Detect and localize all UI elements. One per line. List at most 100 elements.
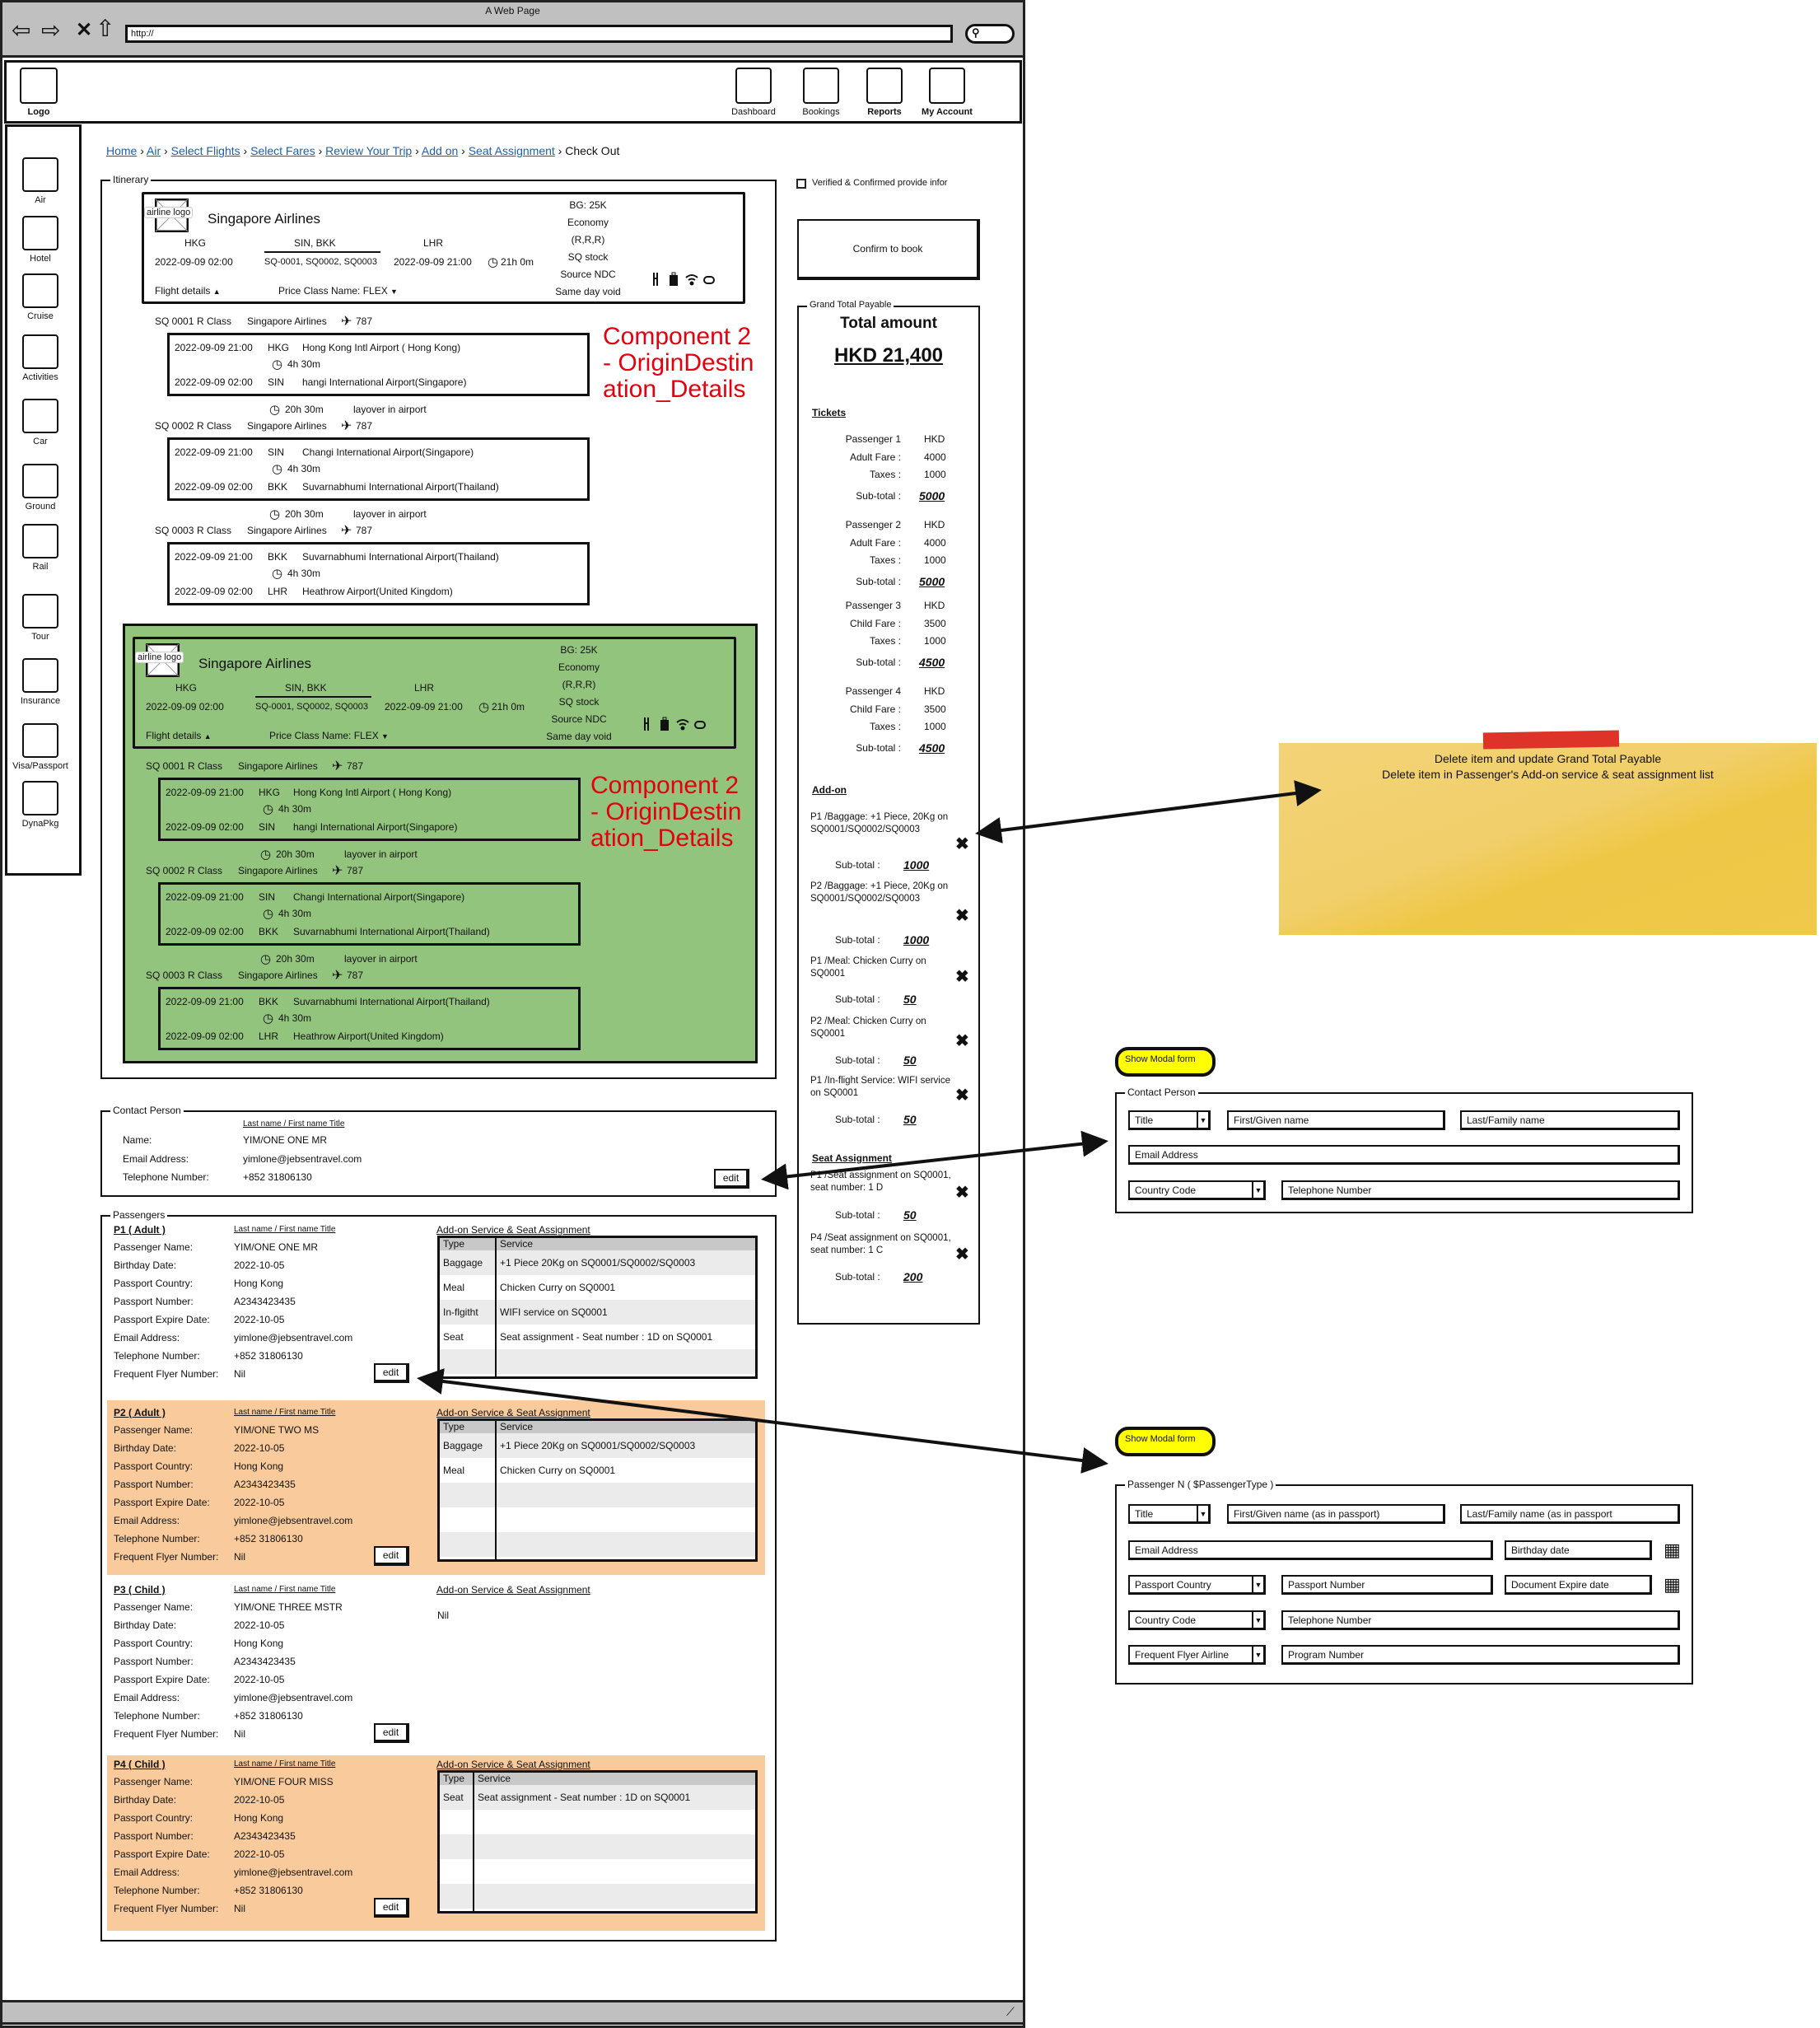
url-input[interactable]: http:// [125,25,953,43]
contact-last-name-input[interactable]: Last/Family name [1460,1110,1680,1130]
segment-arrival-code: LHR [268,586,288,597]
sidebar-item-visapassport-icon[interactable] [22,723,58,758]
breadcrumb-link[interactable]: Select Flights [170,144,240,157]
passenger-email-input[interactable]: Email Address [1128,1540,1493,1560]
calendar-icon[interactable]: ▦ [1664,1540,1681,1560]
passenger-field-value: YIM/ONE FOUR MISS [234,1776,334,1787]
tickets-header: Tickets [812,407,847,418]
plane-icon: ✈ [332,759,343,773]
sidebar-item-tour-icon[interactable] [22,594,58,628]
sidebar-item-label[interactable]: Activities [22,372,58,382]
contact-email-input[interactable]: Email Address [1128,1145,1680,1165]
addon-item-text: P2 /Meal: Chicken Curry on SQ0001 [810,1016,926,1039]
via-codes: SIN, BKK [285,682,327,694]
show-modal-passenger-button[interactable]: Show Modal form [1115,1427,1216,1456]
passenger-birthday-input[interactable]: Birthday date [1505,1540,1652,1560]
segment-departure-airport: Hong Kong Intl Airport ( Hong Kong) [302,342,461,353]
show-modal-contact-button[interactable]: Show Modal form [1115,1047,1216,1077]
sidebar-item-ground-icon[interactable] [22,464,58,498]
nav-reports-icon[interactable] [866,68,903,104]
passenger-title-select[interactable]: Title▼ [1128,1504,1211,1524]
resize-grip-icon[interactable]: ⟋ [1006,2005,1015,2018]
breadcrumb-link[interactable]: Add on [421,144,459,157]
sidebar-item-label[interactable]: Rail [32,562,49,572]
sidebar-item-dynapkg-icon[interactable] [22,781,58,815]
sidebar-item-label[interactable]: Car [33,437,48,446]
frequent-flyer-airline-select[interactable]: Frequent Flyer Airline▼ [1128,1645,1266,1665]
nav-bookings-label[interactable]: Bookings [802,107,840,117]
nav-reports-label[interactable]: Reports [867,107,902,117]
delete-icon[interactable]: ✖ [955,835,969,853]
breadcrumb-link[interactable]: Select Fares [250,144,315,157]
passenger-country-code-select[interactable]: Country Code▼ [1128,1610,1266,1630]
contact-edit-button[interactable]: edit [714,1169,749,1189]
passenger-edit-button[interactable]: edit [374,1363,409,1383]
sidebar-item-label[interactable]: Insurance [20,696,61,706]
passenger-telephone-input[interactable]: Telephone Number [1281,1610,1680,1630]
breadcrumb-link[interactable]: Review Your Trip [325,144,413,157]
sidebar-item-label[interactable]: Cruise [27,311,54,321]
flight-details-toggle[interactable]: Flight details ▲ [146,730,212,741]
contact-country-code-select[interactable]: Country Code▼ [1128,1180,1266,1200]
sidebar-item-hotel-icon[interactable] [22,216,58,250]
confirm-to-book-button[interactable]: Confirm to book [797,219,980,280]
sidebar-item-activities-icon[interactable] [22,334,58,369]
contact-telephone-input[interactable]: Telephone Number [1281,1180,1680,1200]
passenger-edit-button[interactable]: edit [374,1898,409,1918]
passenger-edit-button[interactable]: edit [374,1546,409,1566]
nav-dashboard-label[interactable]: Dashboard [731,107,776,117]
passport-number-input[interactable]: Passport Number [1281,1575,1493,1595]
document-expire-input[interactable]: Document Expire date [1505,1575,1652,1595]
fare-info-item: BG: 25K [560,644,598,656]
segment-aircraft: 787 [356,315,373,327]
back-icon[interactable]: ⇦ [12,17,31,43]
sidebar-item-cruise-icon[interactable] [22,273,58,308]
sidebar-item-air-icon[interactable] [22,157,58,192]
passenger-first-name-input[interactable]: First/Given name (as in passport) [1227,1504,1445,1524]
passenger-edit-button[interactable]: edit [374,1723,409,1743]
calendar-icon[interactable]: ▦ [1664,1574,1681,1595]
price-class-dropdown[interactable]: Price Class Name: FLEX ▼ [269,730,389,741]
sidebar-item-label[interactable]: Visa/Passport [12,761,68,771]
program-number-input[interactable]: Program Number [1281,1645,1680,1665]
nav-my-account-label[interactable]: My Account [922,107,973,117]
price-class-dropdown[interactable]: Price Class Name: FLEX ▼ [278,285,398,297]
sidebar-item-insurance-icon[interactable] [22,658,58,693]
verify-checkbox[interactable] [796,179,806,189]
subtotal-label: Sub-total : [856,742,901,754]
breadcrumb-link[interactable]: Seat Assignment [468,144,555,157]
passenger-field-value: Hong Kong [234,1812,284,1824]
sidebar-item-label[interactable]: Tour [31,632,49,642]
breadcrumb-link[interactable]: Home [106,144,138,157]
sidebar-item-label[interactable]: Ground [25,502,56,512]
passenger-last-name-input[interactable]: Last/Family name (as in passport [1460,1504,1680,1524]
contact-first-name-input[interactable]: First/Given name [1227,1110,1445,1130]
sidebar-item-rail-icon[interactable] [22,524,58,558]
sidebar-item-label[interactable]: DynaPkg [21,819,59,829]
forward-icon[interactable]: ⇨ [41,17,61,43]
search-button[interactable]: ⚲ [965,24,1015,44]
layover-text: layover in airport [353,404,427,415]
stop-icon[interactable]: ✕ [76,19,93,41]
delete-icon[interactable]: ✖ [955,1184,969,1202]
sidebar-item-car-icon[interactable] [22,399,58,433]
contact-title-select[interactable]: Title▼ [1128,1110,1211,1130]
sidebar-item-label[interactable]: Hotel [30,254,51,264]
home-icon[interactable]: ⇧ [96,16,115,41]
passenger-title: P3 ( Child ) [114,1584,166,1596]
sidebar-item-label[interactable]: Air [35,195,46,205]
delete-icon[interactable]: ✖ [955,1245,969,1264]
nav-dashboard-icon[interactable] [735,68,772,104]
amenity-icons [653,272,715,286]
delete-icon[interactable]: ✖ [955,1032,969,1050]
flight-details-toggle[interactable]: Flight details ▲ [155,285,221,297]
delete-icon[interactable]: ✖ [955,968,969,986]
breadcrumb-link[interactable]: Air [147,144,161,157]
passport-country-select[interactable]: Passport Country▼ [1128,1575,1266,1595]
delete-icon[interactable]: ✖ [955,907,969,925]
nav-my-account-icon[interactable] [929,68,965,104]
segment-duration: 4h 30m [278,908,312,919]
nav-bookings-icon[interactable] [803,68,839,104]
logo[interactable] [20,68,58,104]
delete-icon[interactable]: ✖ [955,1086,969,1105]
